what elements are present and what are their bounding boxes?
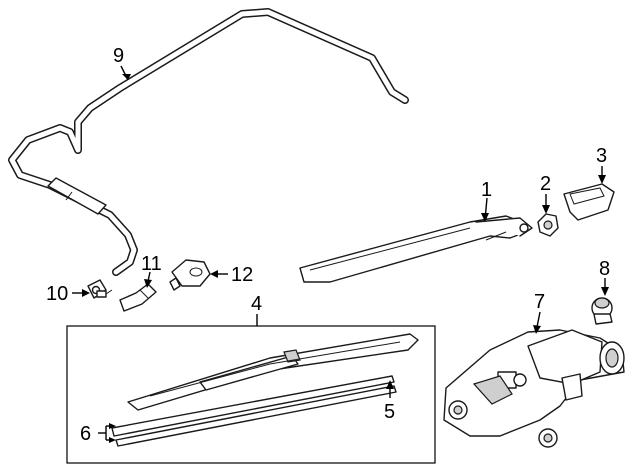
wiper-arm[interactable]: [299, 215, 533, 283]
blade-insert[interactable]: [111, 375, 397, 447]
callout-9: 9: [113, 45, 124, 67]
callout-6: 6: [80, 423, 91, 445]
elbow-hose[interactable]: [119, 283, 157, 312]
callout-11: 11: [141, 253, 162, 275]
callout-12: 12: [231, 264, 253, 286]
callout-7: 7: [534, 291, 545, 313]
callout-1: 1: [481, 179, 492, 201]
washer-nozzle[interactable]: [169, 259, 211, 291]
wiper-blade[interactable]: [127, 333, 419, 411]
wiper-motor[interactable]: [443, 329, 625, 448]
leader-lines: [72, 65, 609, 443]
callout-8: 8: [599, 258, 610, 280]
callout-4: 4: [251, 293, 262, 315]
grommet[interactable]: [591, 297, 613, 325]
nut[interactable]: [537, 213, 559, 237]
washer-hose[interactable]: [8, 8, 409, 276]
hose-connector[interactable]: [87, 279, 113, 299]
callout-10: 10: [46, 283, 68, 305]
callout-2: 2: [540, 173, 551, 195]
arm-cover-cap[interactable]: [563, 183, 615, 221]
callout-5: 5: [384, 401, 395, 423]
blade-assembly-frame: [66, 325, 436, 464]
callout-3: 3: [596, 145, 607, 167]
